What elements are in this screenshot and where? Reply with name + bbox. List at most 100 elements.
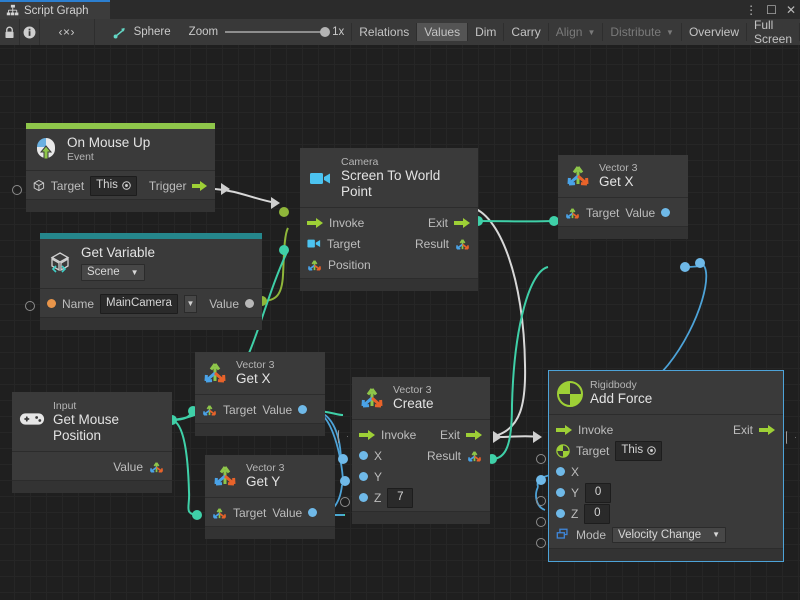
node-title: Get Variable bbox=[81, 245, 156, 260]
node-vector3-get-x-top[interactable]: Vector 3 Get X Target Value bbox=[558, 155, 688, 240]
close-icon[interactable]: ✕ bbox=[785, 2, 796, 17]
graph-node-icon bbox=[113, 27, 125, 38]
port-create-result-out[interactable] bbox=[487, 454, 497, 464]
toolbar-overview[interactable]: Overview bbox=[680, 23, 747, 41]
node-subtitle: Vector 3 bbox=[393, 384, 432, 396]
target-value-field[interactable]: This bbox=[90, 176, 137, 196]
toolbar-align[interactable]: Align ▼ bbox=[547, 23, 604, 41]
node-vector3-create[interactable]: Vector 3 Create Invoke Exit X Result bbox=[352, 377, 490, 525]
node-input-get-mouse-position[interactable]: Input Get Mouse Position Value bbox=[12, 392, 172, 494]
port-get-variable-name-in[interactable] bbox=[25, 301, 35, 311]
toolbar-dim[interactable]: Dim bbox=[467, 23, 505, 41]
port-create-invoke-in[interactable] bbox=[338, 430, 348, 443]
node-get-variable[interactable]: Get Variable Scene ▼ Name MainCamera ▼ bbox=[40, 233, 262, 331]
node-vector3-get-x-mid[interactable]: Vector 3 Get X Target Value bbox=[195, 352, 325, 437]
x-label: X bbox=[374, 448, 383, 463]
port-camera-result-out[interactable] bbox=[473, 216, 483, 226]
object-picker-icon[interactable] bbox=[647, 446, 656, 456]
tab-script-graph[interactable]: Script Graph bbox=[0, 0, 110, 19]
node-body: Target This Trigger bbox=[26, 170, 215, 199]
mode-dropdown[interactable]: Velocity Change ▼ bbox=[612, 526, 727, 543]
info-icon bbox=[23, 26, 36, 38]
tab-label: Script Graph bbox=[24, 4, 89, 17]
port-rigidbody-x-in[interactable] bbox=[536, 475, 546, 485]
node-titles: Vector 3 Get X bbox=[599, 162, 638, 190]
toolbar-distribute[interactable]: Distribute ▼ bbox=[602, 23, 682, 41]
port-camera-target-in[interactable] bbox=[279, 207, 289, 217]
chevron-down-icon: ▼ bbox=[130, 267, 139, 277]
maximize-icon[interactable]: ☐ bbox=[766, 2, 777, 17]
port-camera-position-in[interactable] bbox=[279, 245, 289, 255]
value-port-dot[interactable] bbox=[245, 299, 254, 309]
graph-object-button[interactable]: Sphere bbox=[107, 19, 181, 45]
port-getx-top-value-relay[interactable] bbox=[695, 258, 705, 268]
z-value-input[interactable]: 0 bbox=[584, 504, 611, 524]
more-options-icon[interactable]: ⋮ bbox=[745, 2, 758, 17]
z-value-input[interactable]: 7 bbox=[387, 488, 414, 508]
toolbar-full-screen[interactable]: Full Screen bbox=[745, 18, 800, 46]
variable-name-dropdown[interactable]: ▼ bbox=[183, 294, 198, 313]
node-vector3-get-y[interactable]: Vector 3 Get Y Target Value bbox=[205, 455, 335, 540]
node-rigidbody-add-force[interactable]: Rigidbody Add Force Invoke Exit bbox=[548, 370, 784, 563]
port-rigidbody-exit-out[interactable] bbox=[786, 431, 796, 444]
target-value-field[interactable]: This bbox=[615, 441, 663, 461]
object-picker-icon[interactable] bbox=[122, 181, 131, 191]
y-value-input[interactable]: 0 bbox=[585, 483, 612, 503]
toolbar-values[interactable]: Values bbox=[416, 23, 469, 41]
toolbar-carry[interactable]: Carry bbox=[503, 23, 549, 41]
node-footer bbox=[195, 423, 325, 437]
port-trigger-out[interactable] bbox=[221, 183, 230, 195]
port-rigidbody-target-in[interactable] bbox=[536, 454, 546, 464]
value-port-dot[interactable] bbox=[308, 508, 318, 518]
port-getx-top-value-out[interactable] bbox=[680, 262, 690, 272]
port-create-exit-out[interactable] bbox=[493, 431, 502, 443]
port-rigidbody-mode-in[interactable] bbox=[536, 538, 546, 548]
variable-name-input[interactable]: MainCamera bbox=[100, 294, 178, 314]
y-port-dot[interactable] bbox=[359, 472, 368, 482]
name-port-dot[interactable] bbox=[47, 299, 56, 309]
y-port-dot[interactable] bbox=[556, 488, 565, 498]
port-gety-target-in[interactable] bbox=[192, 510, 202, 520]
info-button[interactable] bbox=[20, 19, 40, 45]
port-getx-top-target-in[interactable] bbox=[549, 216, 559, 226]
x-port-dot[interactable] bbox=[556, 467, 565, 477]
node-titles: Input Get Mouse Position bbox=[53, 400, 164, 444]
node-camera-screen-to-world-point[interactable]: Camera Screen To World Point Invoke Exit bbox=[300, 148, 478, 292]
graph-canvas[interactable]: On Mouse Up Event Target This bbox=[0, 45, 800, 600]
port-getx-mid-target-in[interactable] bbox=[188, 406, 198, 416]
row-name: Name MainCamera ▼ Value bbox=[40, 293, 262, 314]
code-toggle-button[interactable]: ‹×› bbox=[40, 19, 95, 45]
port-rigidbody-invoke-in[interactable] bbox=[533, 431, 542, 443]
lock-button[interactable] bbox=[0, 19, 20, 45]
toolbar-relations[interactable]: Relations bbox=[351, 23, 418, 41]
node-header: Rigidbody Add Force bbox=[549, 371, 783, 414]
port-rigidbody-y-in[interactable] bbox=[536, 496, 546, 506]
zoom-slider[interactable] bbox=[225, 27, 331, 37]
port-on-mouse-up-target-hollow[interactable] bbox=[12, 185, 22, 195]
port-get-variable-value-out[interactable] bbox=[257, 296, 267, 306]
variable-kind-dropdown[interactable]: Scene ▼ bbox=[81, 263, 145, 282]
port-input-value-out[interactable] bbox=[167, 415, 177, 425]
node-header: On Mouse Up Event bbox=[26, 129, 215, 170]
port-create-z-in[interactable] bbox=[340, 497, 350, 507]
z-label: Z bbox=[374, 490, 382, 505]
zoom-slider-knob[interactable] bbox=[320, 27, 331, 37]
x-port-dot[interactable] bbox=[359, 451, 368, 461]
value-port-dot[interactable] bbox=[661, 208, 671, 218]
zoom-control[interactable]: Zoom 1x bbox=[181, 19, 353, 45]
value-label: Value bbox=[625, 205, 656, 220]
value-port-dot[interactable] bbox=[298, 405, 308, 415]
z-port-dot[interactable] bbox=[359, 493, 368, 503]
node-title: Get Mouse Position bbox=[53, 412, 120, 444]
node-subtitle: Input bbox=[53, 400, 77, 412]
vector3-icon bbox=[359, 385, 385, 411]
port-rigidbody-z-in[interactable] bbox=[536, 517, 546, 527]
cube-icon bbox=[33, 180, 45, 192]
port-create-x-in[interactable] bbox=[338, 454, 348, 464]
port-camera-invoke-in[interactable] bbox=[271, 197, 280, 209]
port-create-y-in[interactable] bbox=[340, 476, 350, 486]
unity-variable-icon bbox=[47, 250, 73, 276]
node-on-mouse-up[interactable]: On Mouse Up Event Target This bbox=[26, 123, 215, 213]
target-label: Target bbox=[327, 236, 361, 251]
z-port-dot[interactable] bbox=[556, 509, 565, 519]
